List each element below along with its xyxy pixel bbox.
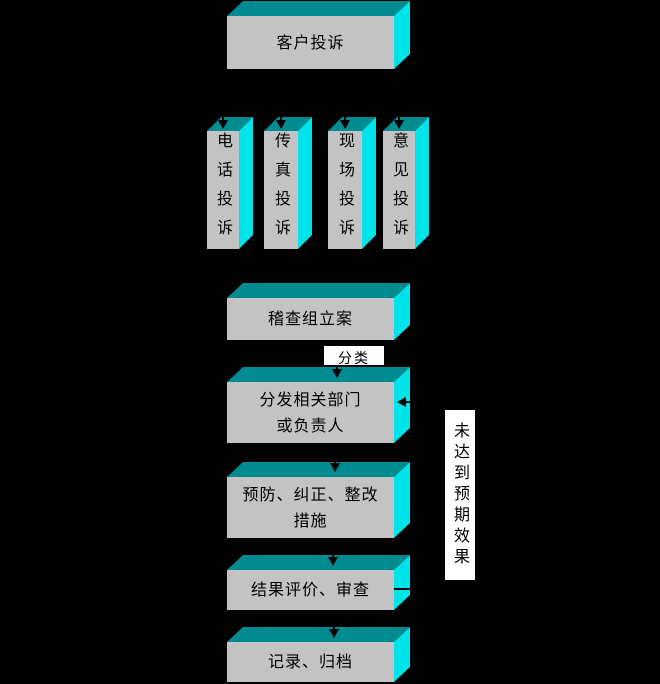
box-side-face xyxy=(394,555,410,610)
flow-box-record-archive: 记录、归档 xyxy=(227,642,394,682)
flow-box-onsite-complaint: 现场投诉 xyxy=(328,131,362,249)
box-side-face xyxy=(394,462,410,538)
box-side-face xyxy=(298,117,312,249)
arrowhead-down-icon xyxy=(218,120,228,129)
feedback-label: 未达到预期效果 xyxy=(445,410,475,580)
arrowhead-down-icon xyxy=(332,369,342,378)
connector-arrow-evaluation-to-archive xyxy=(333,611,335,629)
feedback-line-bottom xyxy=(394,588,460,590)
flow-box-fax-complaint: 传真投诉 xyxy=(264,131,298,249)
connector-arrow-to-phone xyxy=(222,103,224,120)
feedback-label-text: 未达到预期效果 xyxy=(451,421,470,569)
arrowhead-down-icon xyxy=(329,629,339,638)
flow-box-inspection-filing: 稽查组立案 xyxy=(227,298,394,340)
box-top-face xyxy=(227,283,410,298)
connector-arrow-distribute-to-measures xyxy=(334,444,336,463)
box-top-face xyxy=(227,462,410,477)
flow-box-distribute-departments: 分发相关部门 或负责人 xyxy=(227,382,394,443)
box-top-face xyxy=(227,627,410,642)
connector-arrow-to-onsite xyxy=(344,103,346,120)
flow-box-customer-complaint: 客户投诉 xyxy=(227,16,394,69)
arrowhead-down-icon xyxy=(340,120,350,129)
box-side-face xyxy=(394,1,410,69)
connector-arrow-measures-to-evaluation xyxy=(332,539,334,557)
box-side-face xyxy=(394,283,410,340)
flow-box-corrective-measures: 预防、纠正、整改 措施 xyxy=(227,477,394,538)
flow-box-phone-complaint: 电话投诉 xyxy=(207,131,239,249)
flow-box-opinion-complaint: 意见投诉 xyxy=(383,131,415,249)
classify-label: 分类 xyxy=(324,346,384,365)
arrowhead-down-icon xyxy=(330,463,340,472)
box-top-face xyxy=(227,1,410,16)
box-side-face xyxy=(362,117,376,249)
box-side-face xyxy=(415,117,429,249)
feedback-line-top xyxy=(406,401,460,403)
box-top-face xyxy=(227,555,410,570)
arrowhead-left-icon xyxy=(397,397,406,407)
box-top-face xyxy=(227,367,410,382)
box-side-face xyxy=(394,627,410,682)
connector-arrow-to-fax xyxy=(280,103,282,120)
flow-box-result-evaluation: 结果评价、审查 xyxy=(227,570,394,610)
arrowhead-down-icon xyxy=(328,557,338,566)
connector-arrow-to-opinion xyxy=(398,103,400,120)
arrowhead-down-icon xyxy=(276,120,286,129)
arrowhead-down-icon xyxy=(394,120,404,129)
box-side-face xyxy=(239,117,253,249)
